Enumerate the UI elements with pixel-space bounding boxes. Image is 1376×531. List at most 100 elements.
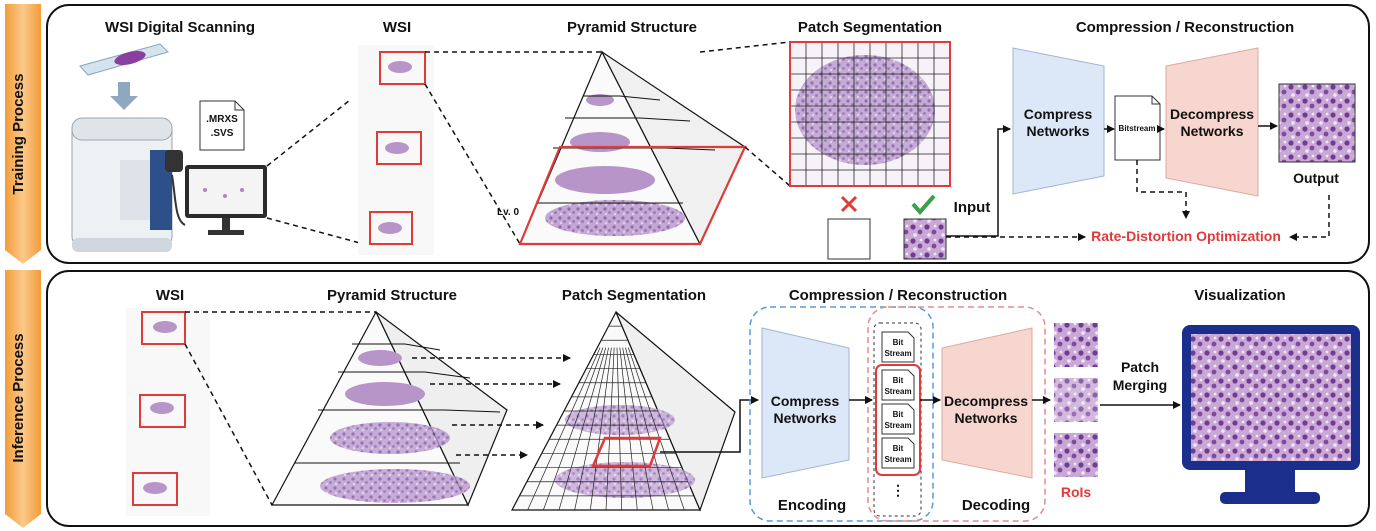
- compress-networks: Compress Networks: [1012, 47, 1105, 195]
- svg-text:Networks: Networks: [1026, 123, 1089, 139]
- decoding-label: Decoding: [962, 497, 1030, 514]
- grid-line: [616, 347, 623, 511]
- bitstream-doc-2: Bit Stream: [881, 369, 915, 401]
- rdo-dashed-arrow: [1136, 160, 1190, 219]
- patch-merging-label: Merging: [1113, 377, 1167, 393]
- svg-text:Compress: Compress: [771, 393, 840, 409]
- inference-side-arrow: Inference Process: [5, 270, 41, 528]
- zoom-line: [184, 343, 273, 506]
- output-patch: [1278, 83, 1356, 163]
- computer-monitor: [171, 165, 267, 235]
- svg-text:Bit: Bit: [893, 410, 904, 419]
- roi-patch: [1054, 378, 1098, 422]
- level-label: Lv. 0: [497, 207, 519, 218]
- svg-text:Networks: Networks: [773, 410, 836, 426]
- grid-line: [558, 347, 607, 511]
- svg-text:Decompress: Decompress: [1170, 106, 1254, 122]
- svg-text:Stream: Stream: [884, 349, 911, 358]
- pyramid-structure: [270, 310, 508, 507]
- grid-line: [625, 347, 670, 511]
- inference-process-label: Inference Process: [10, 333, 27, 462]
- svg-text:Bit: Bit: [893, 444, 904, 453]
- grid-line: [605, 347, 615, 511]
- output-label: Output: [1293, 170, 1339, 186]
- svg-text:Bit: Bit: [893, 376, 904, 385]
- input-patch: [903, 218, 947, 260]
- patch-merging-label: Patch: [1121, 359, 1159, 375]
- svg-text:Stream: Stream: [884, 421, 911, 430]
- bitstream-doc-4: Bit Stream: [881, 437, 915, 469]
- rdo-label: Rate-Distortion Optimization: [1091, 228, 1281, 244]
- file-type-svs: .SVS: [211, 128, 234, 139]
- svg-text:Decompress: Decompress: [944, 393, 1028, 409]
- grid-line: [619, 347, 638, 511]
- reject-mark-icon: [840, 195, 858, 213]
- decompress-networks: Decompress Networks: [1165, 47, 1259, 197]
- title-wsi: WSI: [383, 19, 411, 36]
- rdo-dashed-arrow: [1289, 195, 1330, 241]
- down-arrow-icon: [110, 82, 138, 110]
- svg-text:Bit: Bit: [893, 338, 904, 347]
- input-label: Input: [954, 199, 991, 216]
- title-wsi-digital-scanning: WSI Digital Scanning: [105, 19, 255, 36]
- grid-line: [574, 347, 609, 511]
- title-wsi: WSI: [156, 287, 184, 304]
- svg-text:Networks: Networks: [1180, 123, 1243, 139]
- visualization-monitor: [1182, 325, 1360, 504]
- roi-patch: [1054, 433, 1098, 477]
- bitstream-doc-3: Bit Stream: [881, 403, 915, 435]
- wsi-strip: [126, 308, 210, 516]
- file-icon: .MRXS .SVS: [199, 100, 245, 151]
- input-connector: [946, 125, 1011, 237]
- training-panel: [46, 4, 1370, 264]
- wsi-strip: [358, 45, 434, 255]
- patch-pyramid: [511, 310, 736, 512]
- patch-connector: [660, 396, 759, 453]
- encoding-label: Encoding: [778, 497, 846, 514]
- inference-panel: [46, 270, 1370, 527]
- glass-slide: [79, 43, 169, 76]
- file-type-mrxs: .MRXS: [206, 114, 238, 125]
- zoom-line: [744, 146, 791, 187]
- roi-patch: [1054, 323, 1098, 367]
- bitstream-doc-1: Bit Stream: [881, 331, 915, 363]
- svg-text:Compress: Compress: [1024, 106, 1093, 122]
- svg-text:Networks: Networks: [954, 410, 1017, 426]
- pyramid-structure: Lv. 0: [497, 50, 747, 246]
- blank-patch: [827, 218, 871, 260]
- title-patch-segmentation: Patch Segmentation: [562, 287, 706, 304]
- check-mark-icon: [911, 194, 936, 216]
- title-patch-segmentation: Patch Segmentation: [798, 19, 942, 36]
- selected-bitstreams: [875, 364, 921, 476]
- title-pyramid-structure: Pyramid Structure: [567, 19, 697, 36]
- title-compression-reconstruction: Compression / Reconstruction: [1076, 19, 1294, 36]
- title-visualization: Visualization: [1194, 287, 1285, 304]
- training-side-arrow: Training Process: [5, 4, 41, 264]
- title-compression-reconstruction: Compression / Reconstruction: [789, 287, 1007, 304]
- grid-line: [589, 347, 612, 511]
- scanner-machine: [71, 117, 183, 252]
- encoding-box: [749, 306, 934, 522]
- zoom-line: [424, 83, 521, 245]
- svg-text:Bitstream: Bitstream: [1119, 124, 1156, 133]
- grid-line: [627, 347, 685, 511]
- grid-line: [543, 347, 604, 511]
- rois-label: RoIs: [1061, 484, 1092, 500]
- training-process-label: Training Process: [10, 74, 27, 195]
- svg-text:Stream: Stream: [884, 387, 911, 396]
- decompress-networks: Decompress Networks: [941, 327, 1033, 479]
- zoom-line: [266, 217, 361, 244]
- ellipsis: ⋮: [891, 482, 905, 498]
- grid-line: [622, 347, 654, 511]
- grid-line: [527, 347, 601, 511]
- title-pyramid-structure: Pyramid Structure: [327, 287, 457, 304]
- svg-text:Stream: Stream: [884, 455, 911, 464]
- patch-grid: [789, 41, 951, 187]
- bitstream-doc: Bitstream: [1114, 95, 1161, 161]
- compress-networks: Compress Networks: [761, 327, 850, 479]
- decoding-box: [867, 306, 1046, 522]
- zoom-line: [699, 41, 791, 53]
- zoom-line: [266, 99, 351, 167]
